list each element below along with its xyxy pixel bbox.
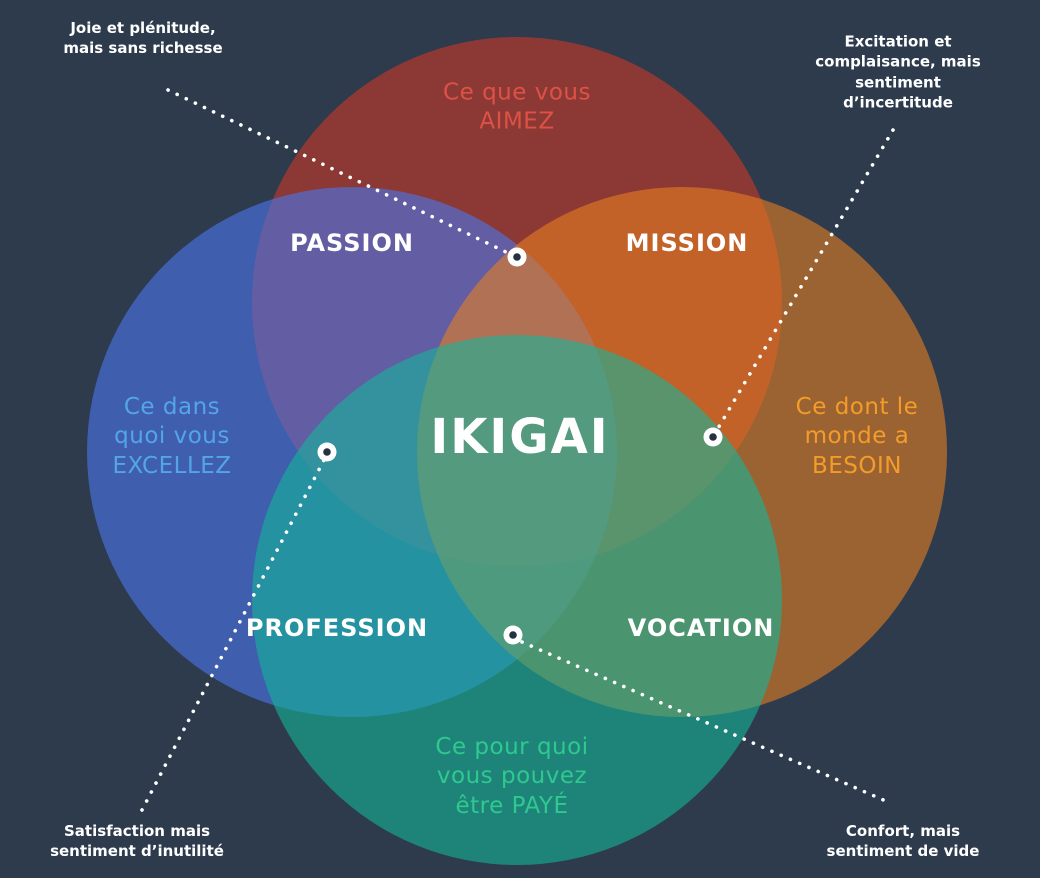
annotation-top-right-line2: complaisance, mais	[815, 52, 981, 71]
label-mission: MISSION	[625, 229, 749, 257]
label-what-the-world-needs: Ce dont le monde a BESOIN	[796, 393, 919, 481]
annotation-bottom-right-line1: Confort, mais	[845, 821, 961, 840]
label-profession: PROFESSION	[245, 614, 429, 642]
label-what-you-love: Ce que vous AIMEZ	[443, 79, 591, 138]
label-excel-line1: Ce dans	[123, 393, 221, 420]
dotted-line-top-left	[166, 88, 510, 255]
label-what-you-love-line2: AIMEZ	[479, 109, 555, 135]
target-markers	[317, 247, 723, 645]
annotation-bottom-left-line2: sentiment d’inutilité	[50, 842, 224, 860]
label-paid-line1: Ce pour quoi	[435, 733, 589, 760]
marker-love-excel-need	[507, 247, 527, 267]
annotation-bottom-left-line1: Satisfaction mais	[63, 821, 211, 840]
circle-what-you-can-be-paid-for	[252, 335, 782, 865]
dotted-connectors	[140, 88, 895, 812]
label-passion: PASSION	[290, 229, 414, 257]
label-need-line2: monde a	[804, 423, 910, 450]
annotation-bottom-right: Confort, mais sentiment de vide	[827, 821, 980, 862]
label-what-you-love-line1: Ce que vous	[443, 79, 591, 106]
marker-love-excel-paid	[317, 442, 337, 462]
center-title-ikigai: IKIGAI	[430, 409, 610, 465]
label-need-line3: BESOIN	[811, 452, 903, 479]
annotation-bottom-right-line2: sentiment de vide	[826, 842, 980, 860]
label-what-you-are-good-at: Ce dans quoi vous EXCELLEZ	[112, 393, 231, 481]
label-what-you-can-be-paid-for: Ce pour quoi vous pouvez être PAYÉ	[435, 733, 588, 821]
annotation-top-left-line1: Joie et plénitude,	[70, 18, 216, 37]
marker-love-need-paid	[703, 427, 723, 447]
dotted-line-bottom-right	[520, 640, 890, 804]
label-need-line1: Ce dont le	[795, 393, 919, 420]
label-paid-line2: vous pouvez	[436, 763, 588, 790]
annotation-top-left: Joie et plénitude, mais sans richesse	[63, 18, 222, 59]
label-paid-line3: être PAYÉ	[455, 792, 569, 819]
marker-excel-need-paid	[503, 625, 523, 645]
label-vocation: VOCATION	[627, 614, 775, 642]
annotation-top-left-line2: mais sans richesse	[63, 39, 223, 57]
label-excel-line3: EXCELLEZ	[112, 452, 232, 479]
annotation-bottom-left: Satisfaction mais sentiment d’inutilité	[50, 821, 224, 862]
annotation-top-right-line1: Excitation et	[844, 32, 952, 51]
annotation-top-right-line4: d’incertitude	[843, 93, 953, 112]
annotation-top-right: Excitation et complaisance, mais sentime…	[815, 32, 981, 113]
annotation-top-right-line3: sentiment	[855, 73, 941, 91]
label-excel-line2: quoi vous	[114, 423, 230, 450]
